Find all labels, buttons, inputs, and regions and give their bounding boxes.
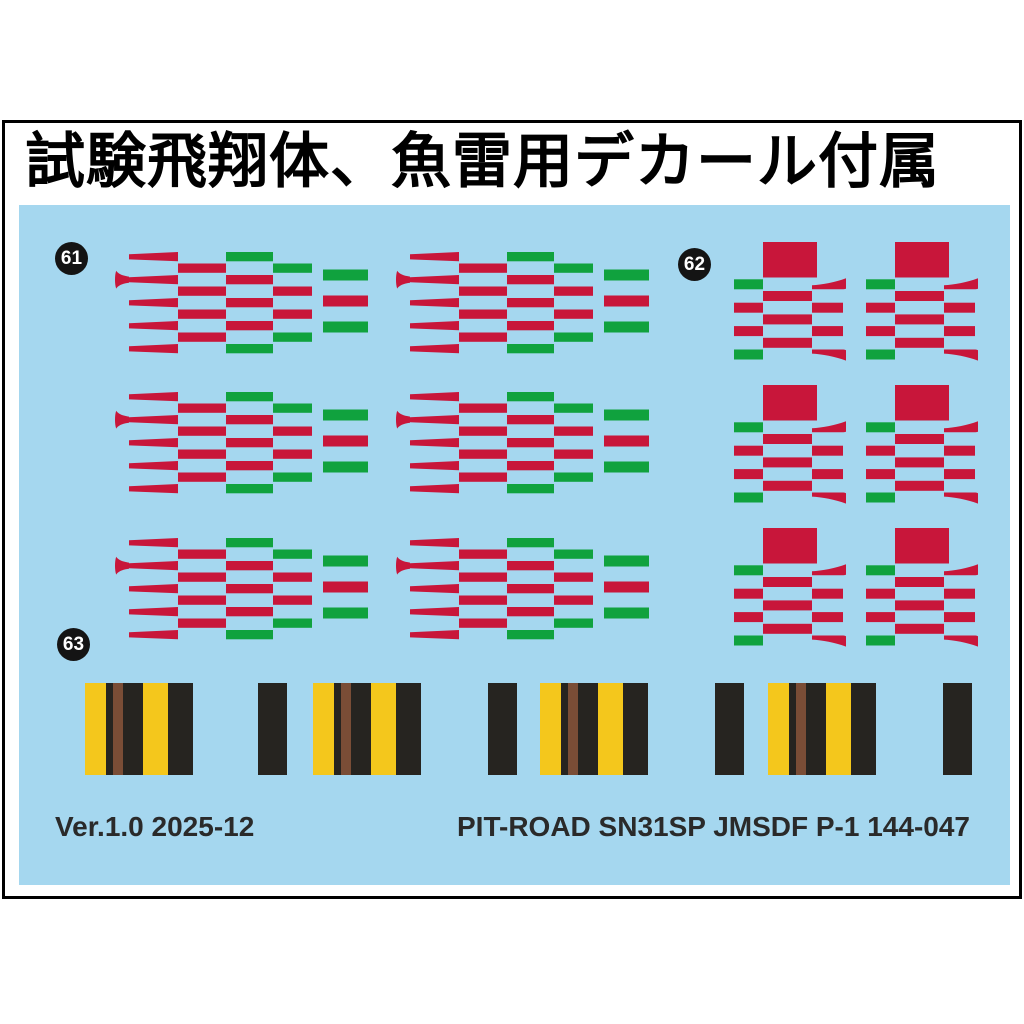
decal-63-black-band — [715, 683, 744, 775]
page-title: 試験飛翔体、魚雷用デカール付属 — [25, 128, 940, 195]
black-stripe — [623, 683, 648, 775]
decal-62-banded-marking — [734, 385, 846, 504]
decal-63-black-band — [258, 683, 287, 775]
decal-61-striped-torpedo-marking — [115, 538, 368, 641]
marker-label: 61 — [60, 247, 83, 269]
marker-label: 62 — [683, 253, 706, 275]
decal-63-black-band — [943, 683, 972, 775]
decal-61-striped-torpedo-marking — [115, 392, 368, 495]
yellow-stripe — [313, 683, 334, 775]
decal-62-banded-marking — [866, 385, 978, 504]
black-stripe — [851, 683, 876, 775]
yellow-stripe — [371, 683, 396, 775]
black-stripe — [168, 683, 193, 775]
brown-line — [796, 683, 806, 775]
decal-63-caution-band — [313, 683, 421, 775]
brown-line — [341, 683, 351, 775]
black-stripe — [334, 683, 371, 775]
yellow-stripe — [143, 683, 168, 775]
yellow-stripe — [540, 683, 561, 775]
yellow-stripe — [85, 683, 106, 775]
marker-61: 61 — [55, 242, 88, 275]
framed-panel: 試験飛翔体、魚雷用デカール付属 61 62 63 — [2, 120, 1022, 899]
decal-63-black-band — [488, 683, 517, 775]
decal-63-caution-band — [768, 683, 876, 775]
decal-61-striped-torpedo-marking — [396, 538, 649, 641]
black-stripe — [106, 683, 143, 775]
black-stripe — [789, 683, 826, 775]
yellow-stripe — [598, 683, 623, 775]
marker-62: 62 — [678, 248, 711, 281]
product-code-text: PIT-ROAD SN31SP JMSDF P-1 144-047 — [456, 811, 970, 842]
decal-61-striped-torpedo-marking — [115, 252, 368, 355]
black-stripe — [561, 683, 598, 775]
decal-62-banded-marking — [734, 528, 846, 647]
marker-63: 63 — [57, 628, 90, 661]
decal-62-banded-marking — [866, 528, 978, 647]
yellow-stripe — [826, 683, 851, 775]
brown-line — [113, 683, 123, 775]
decal-sheet: 61 62 63 — [19, 205, 1010, 885]
decal-62-banded-marking — [734, 242, 846, 361]
yellow-stripe — [768, 683, 789, 775]
decal-63-caution-band — [85, 683, 193, 775]
decal-62-banded-marking — [866, 242, 978, 361]
decal-61-striped-torpedo-marking — [396, 252, 649, 355]
brown-line — [568, 683, 578, 775]
decal-61-striped-torpedo-marking — [396, 392, 649, 495]
decal-63-caution-band — [540, 683, 648, 775]
black-stripe — [396, 683, 421, 775]
marker-label: 63 — [62, 633, 85, 655]
version-text: Ver.1.0 2025-12 — [55, 811, 255, 842]
